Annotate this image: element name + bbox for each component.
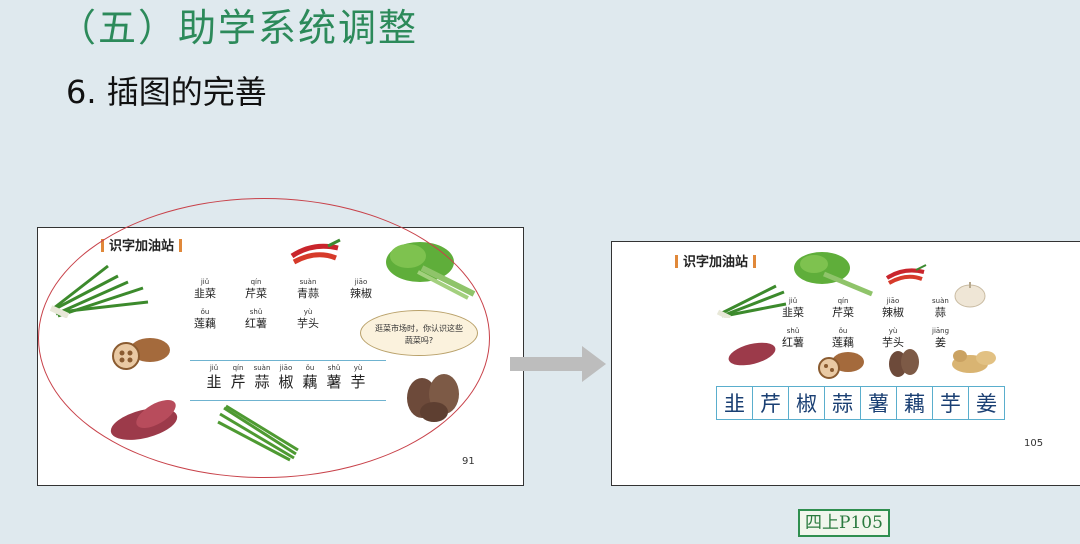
- char-grid: 韭 芹 椒 蒜 薯 藕 芋 姜: [716, 386, 1005, 420]
- grid-cell: 芋: [933, 387, 969, 419]
- divider-line: [190, 400, 386, 401]
- sweet-potato-illustration: [728, 342, 776, 366]
- chili-illustration: [290, 238, 341, 265]
- grid-cell: 椒: [789, 387, 825, 419]
- slide-subheading: 6. 插图的完善: [66, 73, 267, 111]
- slide-heading: （五）助学系统调整: [58, 6, 419, 50]
- grid-cell: 芹: [753, 387, 789, 419]
- divider-line: [190, 360, 386, 361]
- ginger-illustration: [952, 350, 996, 373]
- chive-illustration: [716, 284, 787, 318]
- grid-cell: 蒜: [825, 387, 861, 419]
- celery-illustration: [386, 242, 476, 300]
- chive-illustration: [49, 264, 149, 318]
- lotus-root-illustration: [112, 338, 170, 370]
- lotus-root-illustration: [818, 352, 864, 379]
- section-title: 识字加油站: [96, 235, 187, 254]
- taro-illustration: [889, 349, 919, 377]
- page-number: 91: [462, 456, 475, 467]
- arrow-right-icon: [510, 346, 606, 382]
- page-number: 105: [1024, 438, 1044, 449]
- green-onion-illustration: [217, 404, 299, 462]
- grid-cell: 韭: [717, 387, 753, 419]
- chili-illustration: [885, 264, 927, 285]
- sweet-potato-illustration: [110, 400, 178, 440]
- taro-illustration: [407, 374, 459, 422]
- page-reference-label: 四上P105: [798, 509, 890, 537]
- garlic-illustration: [954, 282, 986, 308]
- grid-cell: 姜: [969, 387, 1004, 419]
- grid-cell: 藕: [897, 387, 933, 419]
- section-title: 识字加油站: [670, 251, 761, 270]
- celery-illustration: [794, 252, 873, 297]
- speech-bubble: 逛菜市场时，你认识这些蔬菜吗?: [360, 310, 478, 356]
- grid-cell: 薯: [861, 387, 897, 419]
